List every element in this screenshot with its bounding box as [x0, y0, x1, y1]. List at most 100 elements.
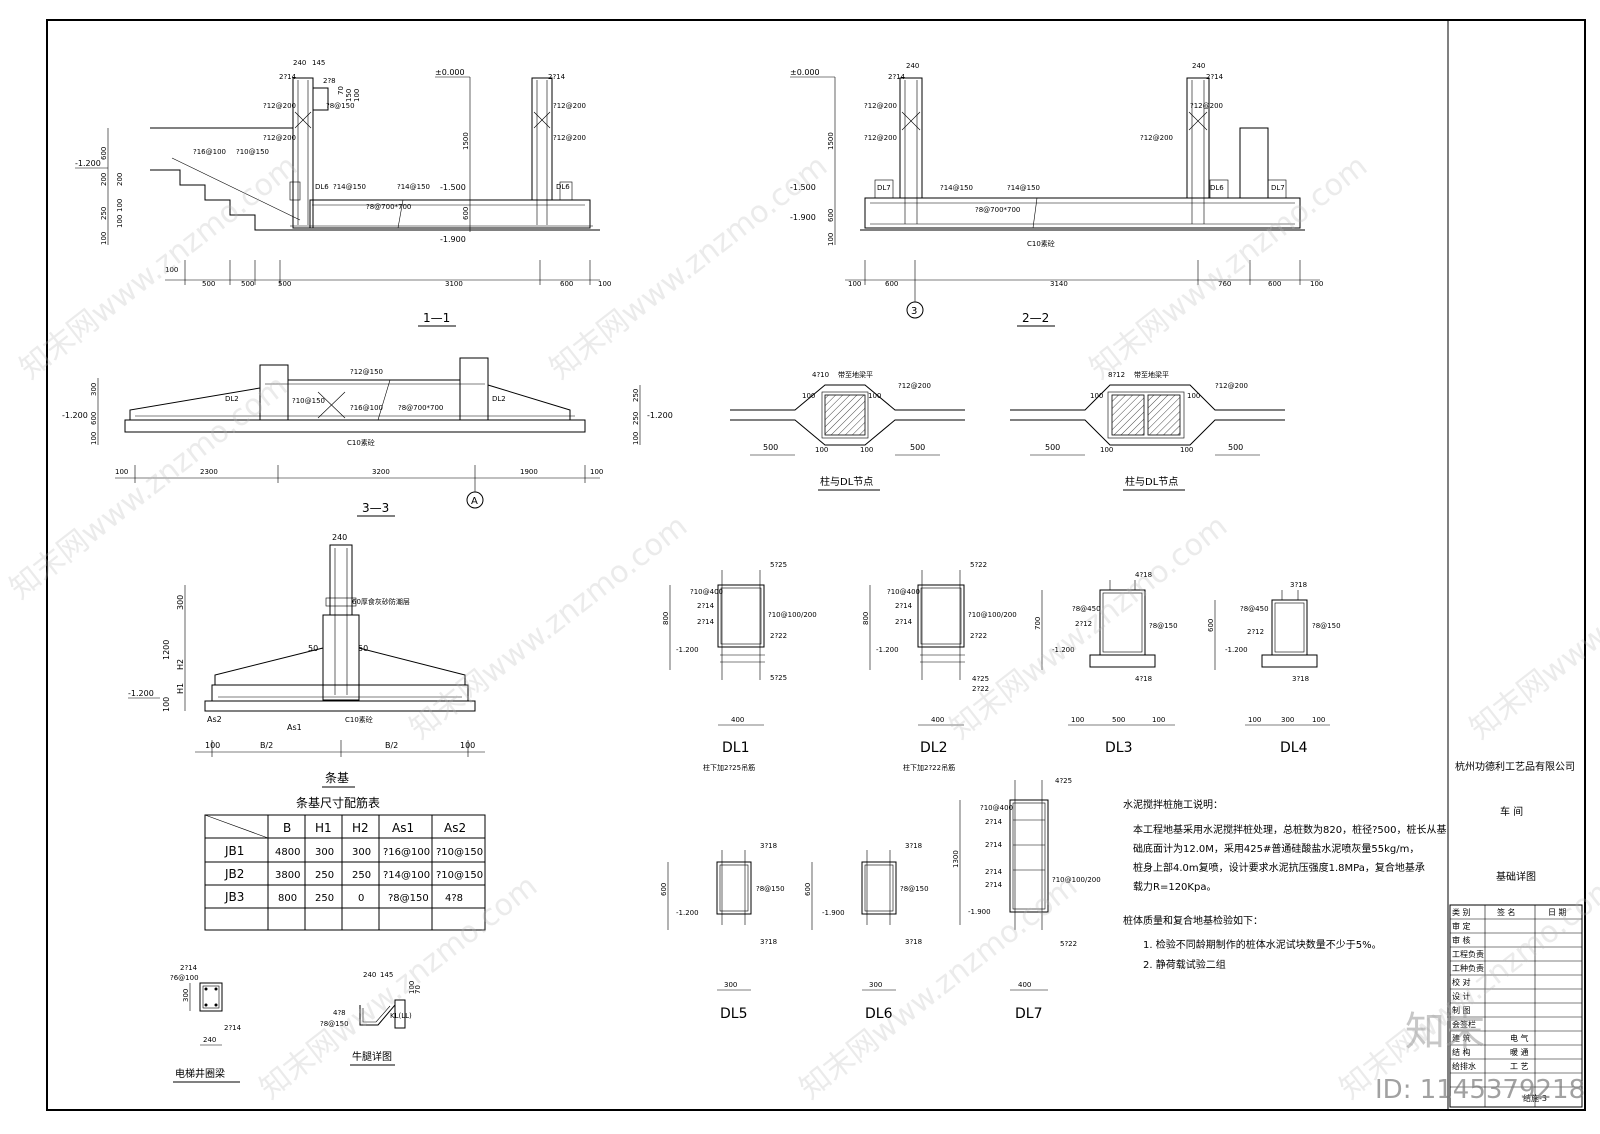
svg-text:?12@200: ?12@200 [1215, 382, 1248, 390]
svg-text:3: 3 [911, 306, 917, 317]
svg-text:100: 100 [90, 432, 98, 445]
svg-text:240: 240 [363, 971, 376, 979]
svg-text:H2: H2 [352, 821, 369, 835]
svg-text:2?22: 2?22 [972, 685, 989, 693]
svg-text:100: 100 [116, 199, 124, 212]
svg-text:?12@200: ?12@200 [898, 382, 931, 390]
svg-text:会签栏: 会签栏 [1452, 1019, 1476, 1029]
svg-text:B: B [283, 821, 291, 835]
svg-text:100: 100 [802, 392, 815, 400]
svg-text:C10素砼: C10素砼 [345, 715, 373, 724]
svg-text:?14@150: ?14@150 [333, 183, 366, 191]
svg-text:±0.000: ±0.000 [790, 68, 820, 77]
svg-text:DL7: DL7 [1271, 184, 1285, 192]
svg-text:?12@200: ?12@200 [864, 134, 897, 142]
svg-text:100: 100 [815, 446, 828, 454]
svg-text:500: 500 [763, 443, 778, 452]
svg-text:-1.200: -1.200 [876, 646, 899, 654]
svg-text:DL2: DL2 [492, 395, 506, 403]
svg-text:-1.200: -1.200 [676, 909, 699, 917]
svg-text:50: 50 [358, 644, 368, 653]
sheet-border [46, 19, 1586, 1111]
svg-text:240: 240 [203, 1036, 216, 1044]
strip-foundation: 60厚食灰砂防潮层 C10素砼 As2 As1 -1.200 240 50 50… [128, 533, 485, 788]
svg-text:4?18: 4?18 [1135, 675, 1152, 683]
svg-text:审 核: 审 核 [1452, 935, 1471, 945]
svg-text:50: 50 [308, 644, 318, 653]
svg-text:A: A [471, 496, 478, 507]
svg-text:?10@150: ?10@150 [292, 397, 325, 405]
svg-text:1500: 1500 [462, 132, 470, 150]
svg-text:2. 静荷载试验二组: 2. 静荷载试验二组 [1143, 958, 1226, 971]
svg-text:柱下加2?22吊筋: 柱下加2?22吊筋 [903, 763, 955, 772]
svg-text:2?14: 2?14 [895, 602, 913, 610]
svg-text:DL6: DL6 [865, 1006, 893, 1022]
beam-dl3: 4?18 ?8@450 2?12 ?8@150 4?18 -1.200 700 … [1034, 571, 1178, 756]
svg-text:础底面计为12.0M，采用425#普通硅酸盐水泥喷灰量55k: 础底面计为12.0M，采用425#普通硅酸盐水泥喷灰量55kg/m， [1133, 842, 1419, 855]
svg-text:100: 100 [848, 280, 861, 288]
svg-text:100: 100 [115, 468, 128, 476]
svg-text:5?25: 5?25 [770, 561, 787, 569]
svg-text:2?22: 2?22 [770, 632, 787, 640]
svg-text:100: 100 [1312, 716, 1325, 724]
svg-text:2?14: 2?14 [895, 618, 913, 626]
svg-text:1500: 1500 [827, 132, 835, 150]
svg-text:?12@200: ?12@200 [263, 102, 296, 110]
svg-text:2?14: 2?14 [985, 868, 1003, 876]
svg-text:100: 100 [1071, 716, 1084, 724]
svg-text:3?18: 3?18 [905, 842, 922, 850]
svg-text:H1: H1 [315, 821, 332, 835]
svg-text:?8@150: ?8@150 [900, 885, 929, 893]
svg-text:结 构: 结 构 [1452, 1047, 1471, 1057]
joint-detail-1: 4?10 带至地梁平 ?12@200 500 500 100 100 100 1… [730, 370, 965, 491]
svg-text:JB3: JB3 [224, 890, 244, 904]
svg-text:?8@150: ?8@150 [326, 102, 355, 110]
svg-text:工种负责: 工种负责 [1452, 963, 1484, 973]
svg-text:?10@400: ?10@400 [980, 804, 1013, 812]
svg-text:DL3: DL3 [1105, 740, 1133, 756]
svg-text:3?18: 3?18 [1290, 581, 1307, 589]
svg-text:?12@200: ?12@200 [553, 134, 586, 142]
svg-text:4?10: 4?10 [812, 371, 829, 379]
svg-text:知末网www.znzmo.com: 知末网www.znzmo.com [253, 868, 544, 1106]
svg-text:0: 0 [358, 893, 364, 904]
svg-text:600: 600 [100, 147, 108, 160]
svg-text:DL6: DL6 [1210, 184, 1224, 192]
elevator-ring-beam: 2?14 ?6@100 2?14 300 240 电梯井圈梁 [170, 964, 242, 1083]
svg-text:电梯井圈梁: 电梯井圈梁 [175, 1067, 225, 1080]
svg-text:500: 500 [1045, 443, 1060, 452]
svg-text:800: 800 [862, 612, 870, 625]
svg-text:条基: 条基 [325, 771, 349, 785]
strip-table: 条基尺寸配筋表 B H1 H2 As1 As2 JB1 4800 300 300… [204, 795, 486, 931]
svg-text:600: 600 [885, 280, 898, 288]
svg-text:3?18: 3?18 [905, 938, 922, 946]
svg-text:As1: As1 [287, 723, 302, 732]
svg-text:DL6: DL6 [556, 183, 570, 191]
svg-text:?12@150: ?12@150 [350, 368, 383, 376]
svg-text:3100: 3100 [445, 280, 463, 288]
svg-text:JB1: JB1 [224, 844, 244, 858]
svg-text:?14@100: ?14@100 [383, 870, 430, 881]
svg-text:H2: H2 [176, 659, 185, 670]
svg-text:4?8: 4?8 [333, 1009, 346, 1017]
svg-text:制 图: 制 图 [1452, 1005, 1471, 1015]
svg-text:4800: 4800 [275, 847, 300, 858]
svg-text:100: 100 [1187, 392, 1200, 400]
svg-text:3140: 3140 [1050, 280, 1068, 288]
svg-text:给排水: 给排水 [1452, 1061, 1476, 1071]
svg-text:DL1: DL1 [722, 740, 750, 756]
svg-text:300: 300 [1281, 716, 1294, 724]
svg-text:?12@200: ?12@200 [864, 102, 897, 110]
svg-text:250: 250 [632, 389, 640, 402]
svg-text:本工程地基采用水泥搅拌桩处理，总桩数为820，桩径?500，: 本工程地基采用水泥搅拌桩处理，总桩数为820，桩径?500，桩长从基 [1133, 823, 1446, 836]
svg-text:3?18: 3?18 [1292, 675, 1309, 683]
section-2-2: 2?14 ?12@200 ?12@200 ?14@150 ?14@150 ?8@… [790, 62, 1323, 327]
svg-text:100: 100 [868, 392, 881, 400]
beam-dl7: 4?25 ?10@400 2?14 2?14 2?14 2?14 ?10@100… [952, 777, 1101, 1022]
svg-text:300: 300 [724, 981, 737, 989]
svg-text:知末网www.znzmo.com: 知末网www.znzmo.com [1083, 148, 1374, 386]
svg-text:300: 300 [176, 595, 185, 610]
corbel-detail: 4?8 ?8@150 KL(LL) 240 145 100 70 牛腿详图 [320, 971, 422, 1066]
svg-text:水泥搅拌桩施工说明：: 水泥搅拌桩施工说明： [1123, 798, 1223, 811]
